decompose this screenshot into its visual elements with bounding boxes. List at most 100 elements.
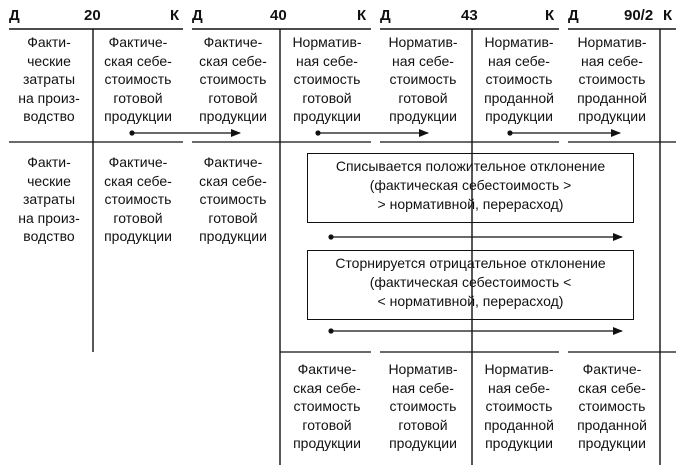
cell-line: продукции — [104, 228, 172, 245]
cell-line: стоимость — [293, 398, 361, 415]
bottom-cell-43-debit: Норматив- ная себе- стоимость готовой пр… — [378, 360, 468, 453]
cell-line: Фактиче- — [203, 154, 263, 170]
top-cell-43-credit: Норматив- ная себе- стоимость проданной … — [474, 33, 564, 126]
cell-line: проданной — [484, 89, 554, 106]
box-line: Сторнируется отрицательное отклонение — [335, 255, 606, 271]
cell-line: готовой — [113, 209, 163, 226]
account-90-credit: К — [663, 7, 673, 24]
account-43-debit: Д — [380, 7, 391, 24]
cell-line: проданной — [484, 416, 554, 433]
cell-line: продукции — [389, 435, 457, 452]
cell-line: Факти- — [27, 34, 71, 50]
box-line: < нормативной, перерасход) — [377, 293, 564, 309]
cell-line: Норматив- — [484, 361, 554, 377]
cell-line: стоимость — [485, 398, 553, 415]
cell-line: на произ- — [18, 89, 80, 106]
cell-line: продукции — [199, 228, 267, 245]
cell-line: ческие — [27, 52, 71, 69]
cell-line: Факти- — [27, 154, 71, 170]
account-40-debit: Д — [192, 7, 203, 24]
account-43-number: 43 — [461, 7, 478, 24]
cell-line: ская себе- — [104, 172, 172, 189]
cell-line: стоимость — [485, 71, 553, 88]
cell-line: ская себе- — [199, 172, 267, 189]
cell-line: Фактиче- — [108, 34, 168, 50]
bottom-cell-90-debit: Фактиче- ская себе- стоимость проданной … — [566, 360, 658, 453]
cell-line: затраты — [22, 71, 76, 88]
account-20-credit: К — [170, 7, 180, 24]
cell-line: готовой — [113, 89, 163, 106]
cell-line: ная себе- — [392, 379, 454, 396]
account-40-credit: К — [357, 7, 367, 24]
account-90-number: 90/2 — [624, 7, 654, 24]
account-90-debit: Д — [568, 7, 579, 24]
cell-line: Фактиче- — [582, 361, 642, 377]
cell-line: готовой — [398, 416, 448, 433]
box-line: > нормативной, перерасход) — [377, 196, 564, 212]
middle-cell-20-debit: Факти- ческие затраты на произ- водство — [6, 153, 92, 246]
top-cell-90-debit: Норматив- ная себе- стоимость проданной … — [566, 33, 658, 126]
positive-deviation-box: Списывается положительное отклонение (фа… — [307, 153, 634, 223]
top-cell-43-debit: Норматив- ная себе- стоимость готовой пр… — [378, 33, 468, 126]
top-cell-20-credit: Фактиче- ская себе- стоимость готовой пр… — [95, 33, 181, 126]
account-40-number: 40 — [270, 7, 287, 24]
cell-line: ная себе- — [488, 379, 550, 396]
cell-line: стоимость — [389, 398, 457, 415]
cell-line: Норматив- — [577, 34, 647, 50]
cell-line: готовой — [208, 89, 258, 106]
cell-line: ская себе- — [578, 379, 646, 396]
cell-line: продукции — [389, 108, 457, 125]
top-cell-40-debit: Фактиче- ская себе- стоимость готовой пр… — [190, 33, 276, 126]
account-20-number: 20 — [84, 7, 101, 24]
cell-line: на произ- — [18, 209, 80, 226]
cell-line: Норматив- — [388, 361, 458, 377]
cell-line: стоимость — [199, 71, 267, 88]
cell-line: Норматив- — [484, 34, 554, 50]
cell-line: Норматив- — [292, 34, 362, 50]
account-43-credit: К — [545, 7, 555, 24]
cell-line: продукции — [293, 108, 361, 125]
cell-line: продукции — [485, 435, 553, 452]
cell-line: ная себе- — [488, 52, 550, 69]
bottom-cell-40-credit: Фактиче- ская себе- стоимость готовой пр… — [282, 360, 372, 453]
box-line: (фактическая себестоимость < — [369, 274, 572, 290]
box-line: Списывается положительное отклонение — [335, 158, 606, 174]
top-cell-40-credit: Норматив- ная себе- стоимость готовой пр… — [282, 33, 372, 126]
cell-line: Фактиче- — [297, 361, 357, 377]
cell-line: водство — [23, 108, 75, 125]
cell-line: ская себе- — [104, 52, 172, 69]
cell-line: ческие — [27, 172, 71, 189]
box-line: (фактическая себестоимость > — [369, 177, 572, 193]
cell-line: продукции — [485, 108, 553, 125]
cell-line: ская себе- — [199, 52, 267, 69]
cell-line: стоимость — [104, 71, 172, 88]
cell-line: ная себе- — [581, 52, 643, 69]
cell-line: Норматив- — [388, 34, 458, 50]
cell-line: готовой — [302, 416, 352, 433]
cell-line: проданной — [577, 416, 647, 433]
cell-line: продукции — [578, 435, 646, 452]
cell-line: продукции — [293, 435, 361, 452]
cell-line: Фактиче- — [108, 154, 168, 170]
cell-line: проданной — [577, 89, 647, 106]
cell-line: готовой — [302, 89, 352, 106]
top-cell-20-debit: Факти- ческие затраты на произ- водство — [6, 33, 92, 126]
cell-line: продукции — [199, 108, 267, 125]
cell-line: Фактиче- — [203, 34, 263, 50]
cell-line: стоимость — [104, 191, 172, 208]
cell-line: стоимость — [199, 191, 267, 208]
cell-line: водство — [23, 228, 75, 245]
cell-line: продукции — [104, 108, 172, 125]
cell-line: стоимость — [389, 71, 457, 88]
middle-cell-40-debit: Фактиче- ская себе- стоимость готовой пр… — [190, 153, 276, 246]
cell-line: стоимость — [293, 71, 361, 88]
negative-deviation-box: Сторнируется отрицательное отклонение (ф… — [307, 250, 634, 320]
cell-line: ная себе- — [392, 52, 454, 69]
cell-line: ская себе- — [293, 379, 361, 396]
cell-line: ная себе- — [296, 52, 358, 69]
cell-line: готовой — [398, 89, 448, 106]
cell-line: готовой — [208, 209, 258, 226]
cell-line: затраты — [22, 191, 76, 208]
